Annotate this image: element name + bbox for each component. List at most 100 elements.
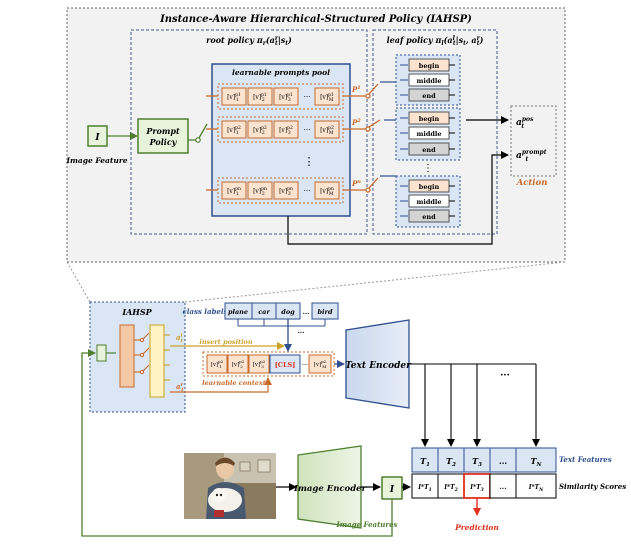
leaf-group-1: begin middle end [395,54,461,106]
prompts-pool-title: learnable prompts pool [232,68,330,77]
prompt-token [247,87,273,106]
similarity-cell [515,473,557,499]
class-labels-title: class labels [183,307,228,316]
learnable-context-label: learnable context [202,379,266,387]
text-feature-text: T1 [420,456,430,468]
text-features-label: Text Features [559,455,612,464]
class-label-text: ... [303,308,310,316]
text-features-row: T1 T2 T3 ... TN [411,447,557,473]
learnable-context-arrow [170,377,272,393]
class-label-text: plane [228,308,248,316]
similarity-cell [411,473,439,499]
class-label-text: car [258,308,270,316]
prompt-row-label: P1 [351,85,361,94]
prompt-row-label: Pn [351,179,361,188]
context-token-cls [269,354,301,374]
iahsp-title: Instance-Aware Hierarchical-Structured P… [159,14,472,25]
prompt-rows-vdots: ⋮ [304,155,315,168]
prompt-token [247,120,273,139]
prompt-token [221,87,247,106]
image-encoder [297,445,362,529]
leaf-policy-region [372,29,498,235]
prediction-label: Prediction [454,523,499,532]
similarity-text: I*T1 [417,484,432,493]
text-feature-cell [437,447,465,473]
context-token [308,354,332,374]
similarity-text: ... [499,482,506,491]
text-feature-text: T3 [472,456,482,468]
action-label: Action [516,178,548,188]
leaf-group-n: begin middle end [395,175,461,228]
context-token [248,354,270,374]
class-bracket-ellipsis: ... [298,327,305,335]
prompt-policy-label-1: Prompt [145,126,180,136]
image-features-label: Image Features [336,520,398,529]
prompt-token [273,87,299,106]
iahsp-mini-prompts [119,324,135,388]
image-encoder-label: Image Encoder [293,484,367,494]
leaf-option-text: begin [419,62,440,70]
text-feature-text: T2 [446,456,456,468]
prompt-policy-box [137,118,189,154]
text-feature-cell [411,447,439,473]
prompt-token [273,120,299,139]
text-feature-cell [489,447,517,473]
prompt-token [273,181,299,200]
prompt-token [221,181,247,200]
class-label-text: bird [318,308,333,316]
text-feature-cell [515,447,557,473]
leaf-links [380,81,396,177]
text-feature-text: ... [499,456,508,466]
text-encoder [345,319,410,409]
prompt-token [247,181,273,200]
prompt-ellipsis: ··· [304,93,311,101]
similarity-text: I*TN [528,484,544,493]
zoom-line-left [66,261,91,303]
prompt-row-label: P2 [351,118,361,127]
leaf-option-text: middle [416,130,441,138]
context-tokens-frame [202,351,335,377]
image-feature-symbol: I [94,133,100,143]
similarity-cell [489,473,517,499]
iahsp-mini-leaf [149,324,165,398]
iahsp-mini-switches [134,332,150,375]
policy-switch-pivot [195,137,201,143]
leaf-option-text: end [422,92,436,100]
iahsp-mini-outputs [164,334,170,381]
iahsp-mini-label: IAHSP [121,307,152,317]
image-feature-label: Image Feature [65,156,127,165]
class-label-text: dog [281,308,295,316]
image-to-iahsp-loop [81,349,393,537]
similarity-label: Similarity Scores [559,482,626,491]
similarity-row: I*T1 I*T2 I*T3 ... I*TN [411,473,557,499]
leaf-group-2: begin middle end [395,107,461,161]
leaf-option-text: begin [419,115,440,123]
leaf-option-text: end [422,146,436,154]
leaf-option-text: middle [416,198,441,206]
iahsp-mini-input [96,344,107,362]
class-labels-row: plane car dog ... bird [224,302,339,320]
prompt-token [314,87,340,106]
context-token [227,354,249,374]
policy-switch-blade [198,123,208,139]
image-feature-I-text: I [389,485,395,495]
text-outputs-ellipsis: ··· [500,371,509,381]
leaf-option-text: begin [419,183,440,191]
text-encoder-outputs [409,363,540,447]
prompt-token [314,120,340,139]
